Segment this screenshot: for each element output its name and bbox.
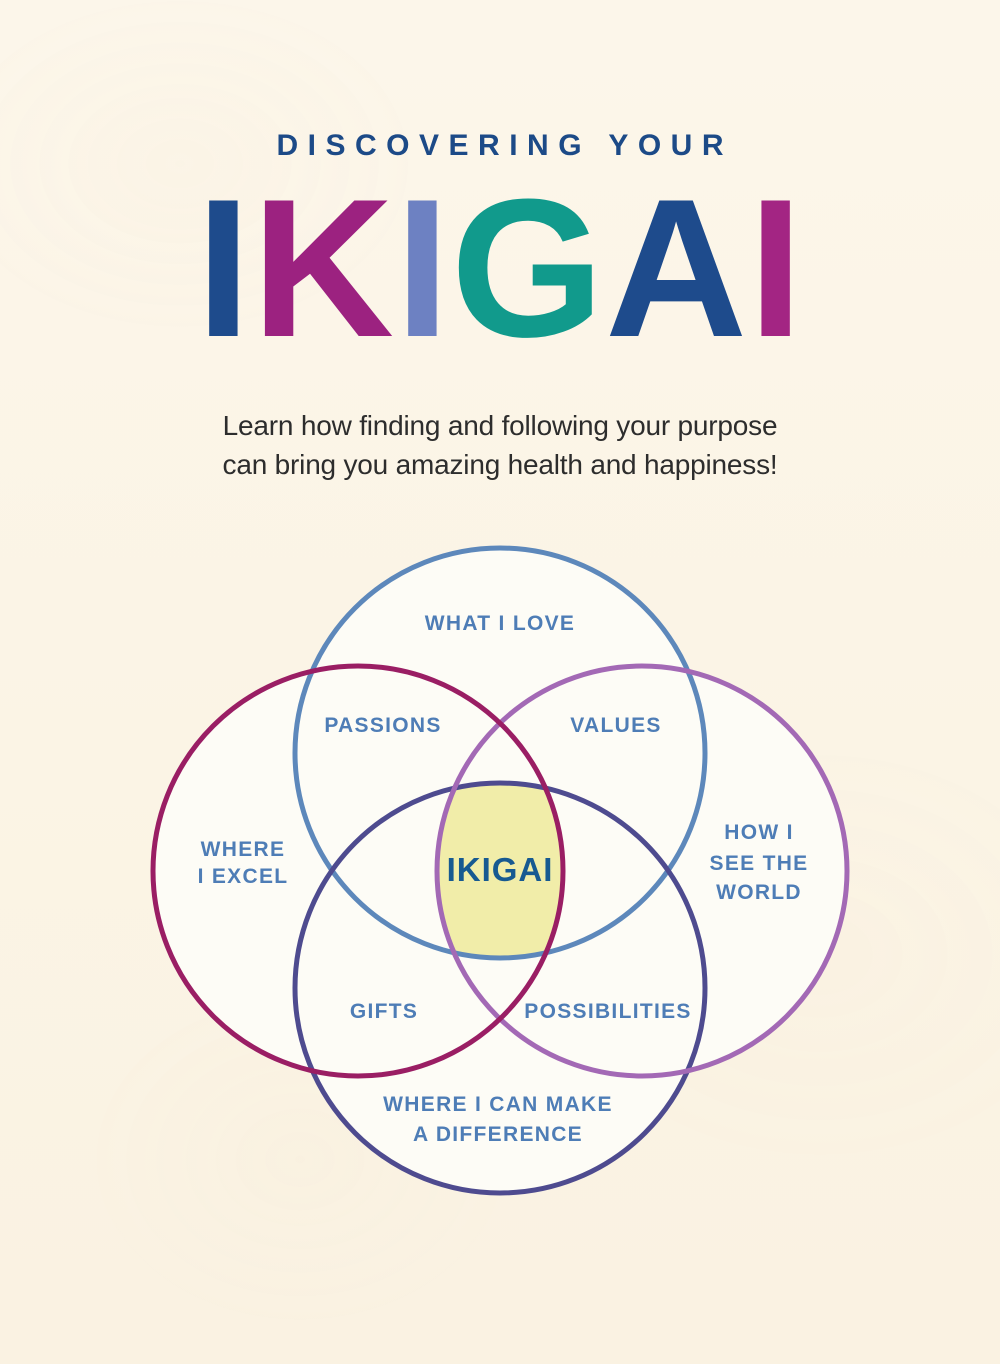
title-letter-5: A (604, 158, 749, 378)
circle-how-i-see-the-world (434, 663, 850, 1079)
label-how-i-see-line3: WORLD (716, 881, 802, 904)
title-letter-1: I (196, 158, 252, 378)
label-where-i-excel-line2: I EXCEL (198, 865, 289, 888)
subtitle: Learn how finding and following your pur… (0, 406, 1000, 484)
circle-fill-difference (295, 783, 705, 1193)
circle-where-i-can-make-a-difference (292, 780, 708, 1196)
label-how-i-see-line2: SEE THE (710, 852, 809, 875)
subtitle-line-2: can bring you amazing health and happine… (222, 449, 778, 480)
label-what-i-love: WHAT I LOVE (425, 612, 575, 635)
label-difference-line2: A DIFFERENCE (413, 1123, 583, 1146)
page-title: IKIGAI (0, 168, 1000, 368)
title-letter-6: I (748, 158, 804, 378)
label-ikigai: IKIGAI (447, 851, 554, 888)
label-values: VALUES (570, 714, 661, 737)
label-where-i-excel-line1: WHERE (201, 838, 286, 861)
label-gifts: GIFTS (350, 1000, 418, 1023)
circle-what-i-love (292, 545, 708, 961)
circle-where-i-excel (150, 663, 566, 1079)
label-possibilities: POSSIBILITIES (524, 1000, 691, 1023)
label-how-i-see-line1: HOW I (724, 821, 794, 844)
label-passions: PASSIONS (324, 714, 441, 737)
title-letter-3: I (395, 158, 451, 378)
title-letter-2: K (251, 158, 396, 378)
subtitle-line-1: Learn how finding and following your pur… (222, 410, 778, 441)
label-difference-line1: WHERE I CAN MAKE (383, 1093, 613, 1116)
title-letter-4: G (450, 158, 605, 378)
eyebrow-title: DISCOVERING YOUR (276, 129, 733, 162)
circle-interiors (153, 548, 847, 1193)
